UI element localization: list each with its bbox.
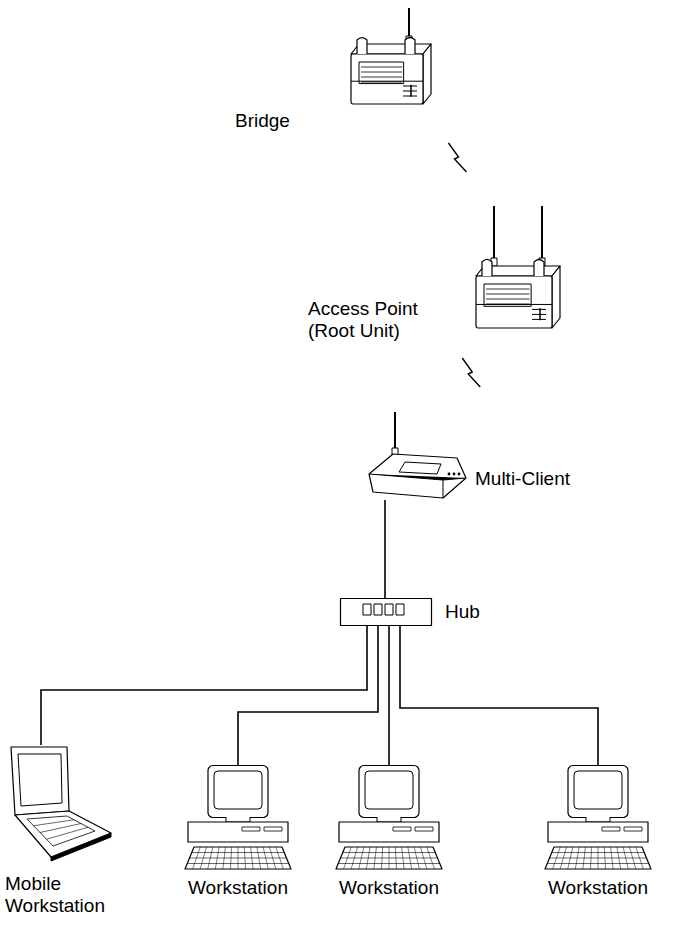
ap-device: Access Point (Root Unit) <box>470 206 564 332</box>
laptop-device: Mobile Workstation <box>5 745 115 863</box>
desktop-illustration <box>182 765 294 871</box>
label-text: Mobile Workstation <box>5 873 105 916</box>
label-text: Workstation <box>188 877 288 898</box>
cable <box>388 626 390 765</box>
label-text: Workstation <box>339 877 439 898</box>
cable <box>238 626 378 765</box>
device-label: Mobile Workstation <box>5 873 123 917</box>
device-label: Workstation <box>173 877 303 899</box>
desktop-illustration <box>542 765 654 871</box>
ap-illustration <box>470 206 564 332</box>
label-text: Access Point (Root Unit) <box>308 298 418 341</box>
desktop-illustration <box>333 765 445 871</box>
hub-device: Hub <box>340 598 432 626</box>
desktop-device: Workstation <box>333 765 445 871</box>
client-illustration <box>365 412 470 500</box>
label-text: Bridge <box>235 110 290 131</box>
device-label: Workstation <box>533 877 663 899</box>
device-label: Access Point (Root Unit) <box>308 298 458 342</box>
wireless-link <box>462 358 480 387</box>
cable <box>400 626 598 765</box>
device-label: Bridge <box>235 110 335 132</box>
laptop-illustration <box>5 745 115 863</box>
device-label: Multi-Client <box>475 468 605 490</box>
desktop-device: Workstation <box>182 765 294 871</box>
desktop-device: Workstation <box>542 765 654 871</box>
wireless-link <box>449 143 467 172</box>
hub-illustration <box>340 598 432 626</box>
label-text: Hub <box>445 601 480 622</box>
bridge-device: Bridge <box>345 8 435 108</box>
bridge-illustration <box>345 8 435 108</box>
cable <box>41 626 367 745</box>
label-text: Workstation <box>548 877 648 898</box>
client-device: Multi-Client <box>365 412 470 500</box>
cable <box>384 500 386 598</box>
device-label: Hub <box>445 601 505 623</box>
device-label: Workstation <box>324 877 454 899</box>
label-text: Multi-Client <box>475 468 570 489</box>
